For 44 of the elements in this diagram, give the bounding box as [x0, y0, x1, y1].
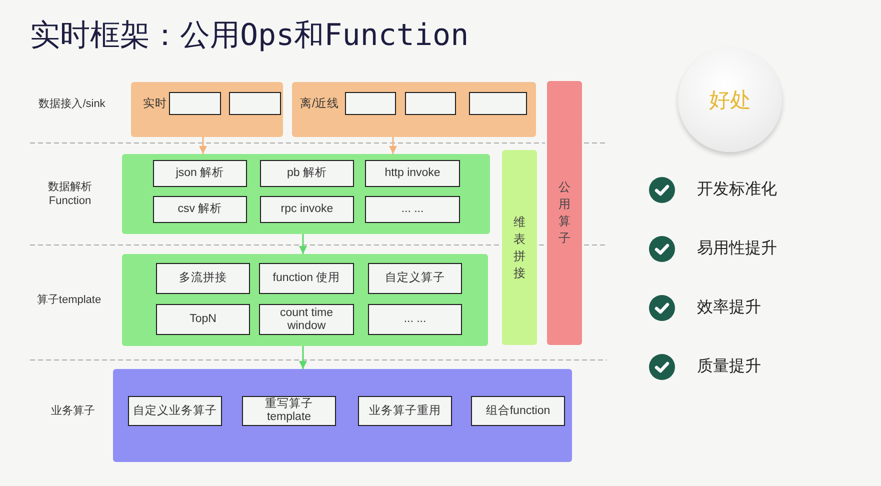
- process-box: 重写算子 template: [242, 396, 336, 426]
- group-panel: [131, 82, 283, 137]
- process-box: 多流拼接: [156, 263, 250, 294]
- title: 实时框架：公用Ops和Function: [30, 17, 469, 55]
- process-box: 自定义算子: [368, 263, 462, 294]
- process-box: pb 解析: [260, 160, 354, 187]
- process-box: rpc invoke: [260, 196, 354, 223]
- process-box: json 解析: [153, 160, 247, 187]
- row-label: 数据接入/sink: [38, 97, 106, 111]
- empty-box: [345, 92, 396, 115]
- empty-box: [169, 92, 221, 115]
- panel-label: 实时: [143, 97, 167, 111]
- process-box: 组合function: [471, 396, 565, 426]
- empty-box: [405, 92, 456, 115]
- process-box: function 使用: [259, 263, 354, 294]
- arrow: [199, 137, 207, 154]
- row-label: 业务算子: [51, 404, 95, 418]
- process-box: count time window: [259, 304, 354, 335]
- vertical-panel: 维表拼接: [502, 150, 537, 345]
- benefit-label: 开发标准化: [697, 180, 777, 200]
- process-box: csv 解析: [153, 196, 247, 223]
- benefit-label: 质量提升: [697, 357, 761, 377]
- arrow: [299, 234, 307, 254]
- process-box: 自定义业务算子: [128, 396, 222, 426]
- arrow: [389, 137, 397, 154]
- highlight-circle: 好处: [678, 48, 782, 152]
- group-panel: [122, 254, 488, 346]
- group-panel: [113, 369, 572, 462]
- row-label: 算子template: [36, 293, 102, 307]
- benefit-label: 效率提升: [697, 298, 761, 318]
- vertical-panel: 公用算子: [547, 81, 582, 345]
- process-box: ... ...: [365, 196, 460, 223]
- group-panel: [122, 154, 490, 234]
- empty-box: [469, 92, 527, 115]
- arrow: [299, 346, 307, 369]
- process-box: TopN: [156, 304, 250, 335]
- process-box: http invoke: [365, 160, 460, 187]
- panel-label: 离/近线: [300, 97, 340, 111]
- process-box: ... ...: [368, 304, 462, 335]
- benefit-label: 易用性提升: [697, 239, 777, 259]
- process-box: 业务算子重用: [358, 396, 452, 426]
- empty-box: [229, 92, 281, 115]
- row-label: 数据解析 Function: [47, 180, 93, 208]
- group-panel: [292, 82, 536, 137]
